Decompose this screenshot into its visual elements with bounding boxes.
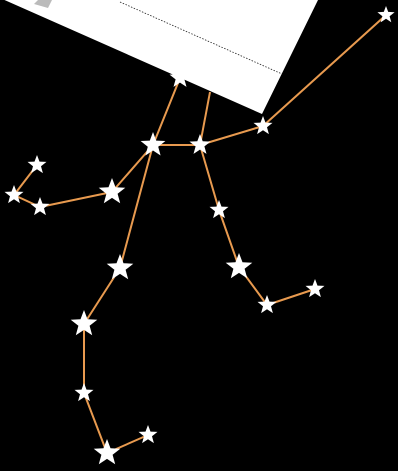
star-icon xyxy=(190,134,211,154)
connection-line xyxy=(200,92,210,145)
star-icon xyxy=(141,132,166,156)
star-icon xyxy=(258,295,277,313)
star-icon xyxy=(306,279,325,297)
star-icon xyxy=(75,383,94,401)
star-icon xyxy=(226,253,253,278)
connection-line xyxy=(153,78,180,145)
connection-line xyxy=(40,192,112,207)
star-icon xyxy=(94,439,121,464)
white-panel xyxy=(0,0,318,114)
star-icon xyxy=(28,155,47,173)
star-icon xyxy=(107,254,134,279)
connection-line xyxy=(219,210,239,267)
star-icon xyxy=(139,425,158,443)
connection-line xyxy=(84,393,107,453)
star-icon xyxy=(210,200,229,218)
connection-line xyxy=(200,145,219,210)
panel-shape xyxy=(0,0,318,114)
star-icon xyxy=(31,197,50,215)
